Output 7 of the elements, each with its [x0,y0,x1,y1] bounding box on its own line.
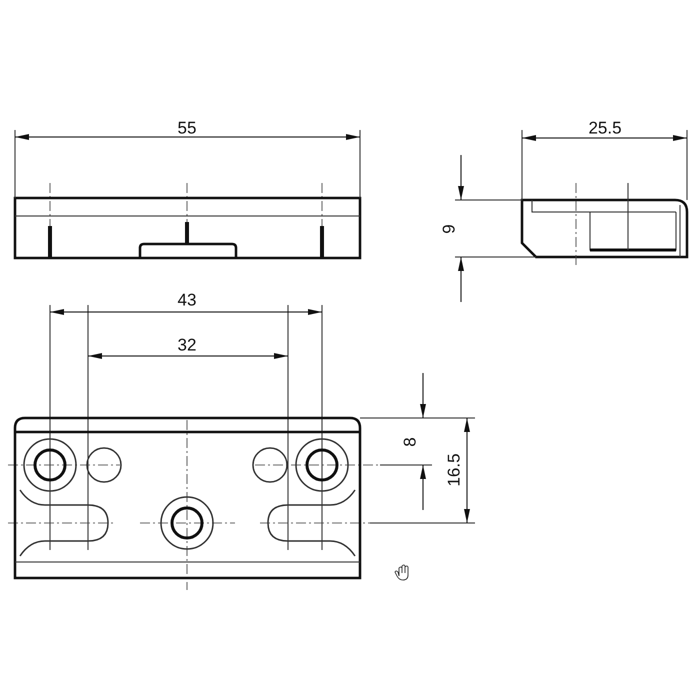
dimension-value: 9 [440,224,458,234]
dimension-value: 43 [178,292,196,308]
dimension-value: 32 [178,336,196,354]
dimension-value: 16.5 [446,453,462,487]
dimension-value: 25.5 [588,120,622,136]
dimension-value: 55 [178,120,196,136]
dimension-value: 8 [402,437,418,447]
